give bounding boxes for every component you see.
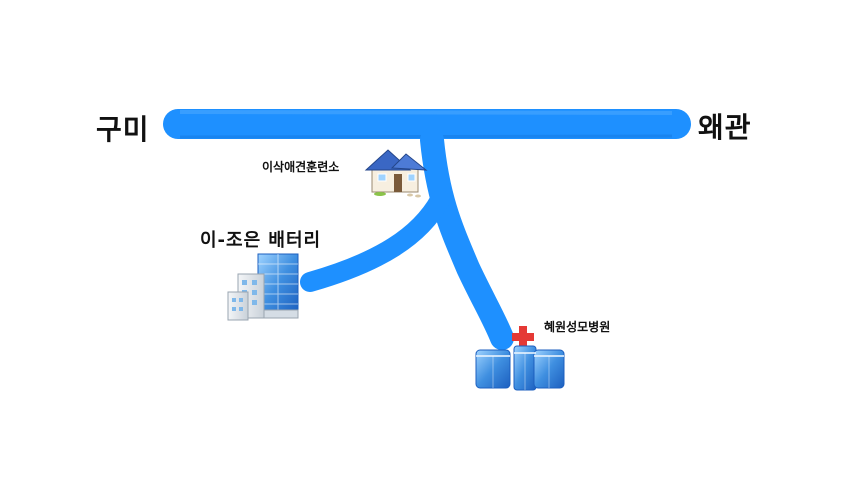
- house-icon: [364, 149, 428, 198]
- west-city-label: 구미: [96, 113, 150, 146]
- hospital-icon: [475, 326, 565, 391]
- battery-company-label: 이-조은 배터리: [200, 230, 322, 251]
- branch-road: [300, 128, 514, 350]
- hospital-cross-icon: [512, 326, 534, 348]
- hospital-label: 혜원성모병원: [544, 320, 611, 334]
- office-building-icon: [227, 253, 299, 321]
- training-center-label: 이삭애견훈련소: [262, 160, 340, 174]
- east-city-label: 왜관: [698, 111, 752, 144]
